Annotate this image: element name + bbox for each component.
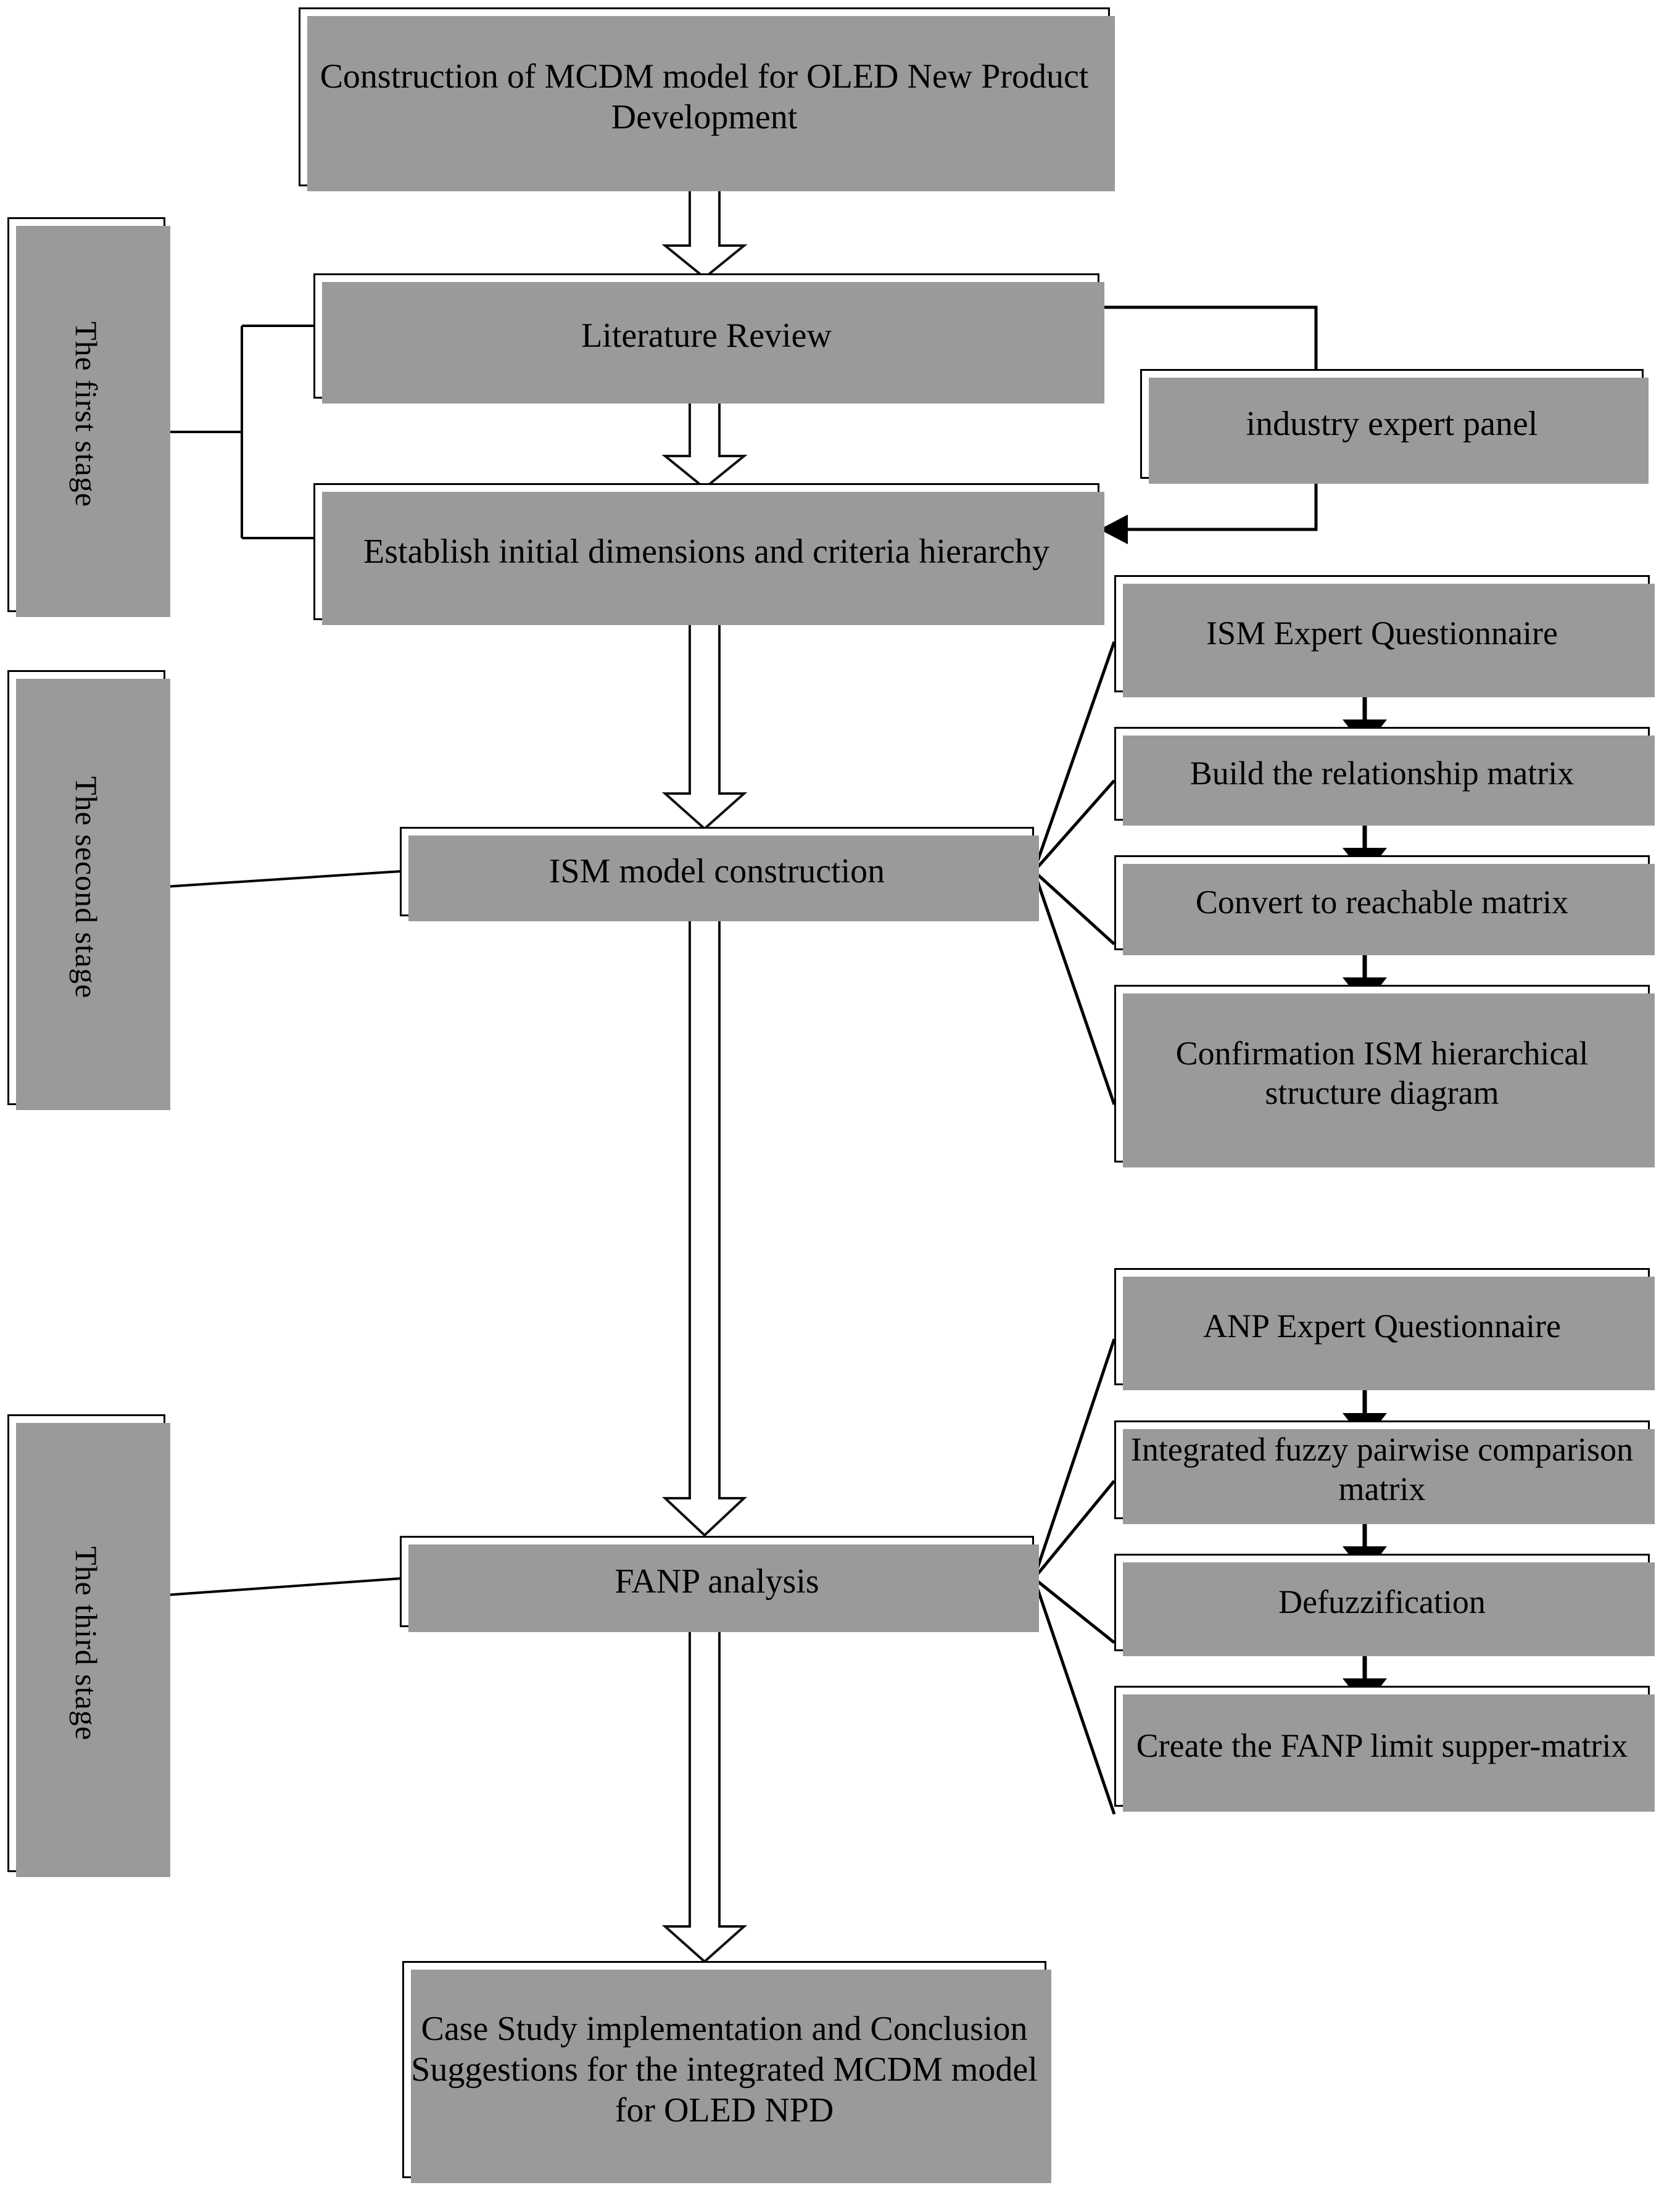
stage-label-third-text: The third stage (69, 1546, 104, 1741)
node-ism-step-1-label: ISM Expert Questionnaire (1206, 615, 1558, 652)
block-arrow-literature-to-establish (655, 397, 754, 490)
node-anp-step-4-label: Create the FANP limit supper-matrix (1136, 1727, 1628, 1765)
node-anp-step-1: ANP Expert Questionnaire (1114, 1268, 1655, 1390)
node-fanp-analysis-label: FANP analysis (614, 1562, 819, 1601)
node-top-construction: Construction of MCDM model for OLED New … (299, 7, 1115, 191)
node-literature-review-label: Literature Review (581, 317, 832, 355)
fanp-fan-connectors (1032, 1338, 1116, 1815)
node-industry-expert-panel: industry expert panel (1140, 369, 1649, 484)
node-ism-step-2: Build the relationship matrix (1114, 727, 1655, 826)
stage-label-first-text: The first stage (69, 321, 104, 508)
node-ism-model-construction: ISM model construction (400, 827, 1039, 921)
node-anp-step-2-label: Integrated fuzzy pairwise comparison mat… (1130, 1431, 1634, 1507)
node-anp-step-1-label: ANP Expert Questionnaire (1203, 1308, 1561, 1345)
node-conclusion-label: Case Study implementation and Conclusion… (411, 2009, 1038, 2130)
node-industry-expert-panel-label: industry expert panel (1246, 404, 1538, 443)
panel-to-establish-connector (1115, 478, 1318, 531)
node-ism-step-3: Convert to reachable matrix (1114, 855, 1655, 955)
node-establish-criteria: Establish initial dimensions and criteri… (313, 483, 1104, 625)
node-anp-step-3: Defuzzification (1114, 1554, 1655, 1656)
node-fanp-analysis: FANP analysis (400, 1536, 1039, 1632)
block-arrow-top-to-literature (655, 185, 754, 280)
node-anp-step-2: Integrated fuzzy pairwise comparison mat… (1114, 1420, 1655, 1524)
node-top-construction-label: Construction of MCDM model for OLED New … (320, 57, 1089, 136)
stage-label-second: The second stage (7, 670, 170, 1110)
stage-label-third: The third stage (7, 1414, 170, 1877)
literature-to-panel-connector (1099, 305, 1318, 369)
node-anp-step-3-label: Defuzzification (1278, 1583, 1486, 1621)
node-establish-criteria-label: Establish initial dimensions and criteri… (363, 532, 1049, 571)
node-ism-step-3-label: Convert to reachable matrix (1195, 884, 1569, 921)
stage-label-first: The first stage (7, 217, 170, 617)
first-stage-bracket (165, 325, 313, 539)
ism-fan-connectors (1032, 641, 1116, 1105)
block-arrow-fanp-to-conclusion (655, 1625, 754, 1963)
node-literature-review: Literature Review (313, 273, 1104, 404)
block-arrow-ism-to-fanp (655, 917, 754, 1537)
third-stage-connector (165, 1577, 402, 1596)
node-ism-step-2-label: Build the relationship matrix (1190, 755, 1574, 792)
node-anp-step-4: Create the FANP limit supper-matrix (1114, 1686, 1655, 1812)
block-arrow-establish-to-ism (655, 616, 754, 831)
node-ism-model-construction-label: ISM model construction (548, 852, 885, 891)
node-ism-step-1: ISM Expert Questionnaire (1114, 575, 1655, 697)
stage-label-second-text: The second stage (69, 776, 104, 999)
node-conclusion: Case Study implementation and Conclusion… (402, 1961, 1051, 2183)
second-stage-connector (165, 870, 402, 888)
node-ism-step-4-label: Confirmation ISM hierarchical structure … (1175, 1035, 1589, 1111)
node-ism-step-4: Confirmation ISM hierarchical structure … (1114, 985, 1655, 1167)
